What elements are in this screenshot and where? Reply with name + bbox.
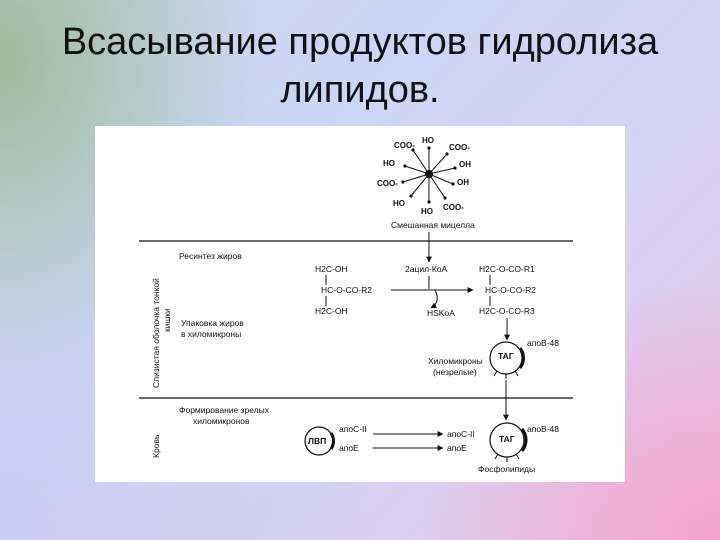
step-packaging: Упаковка жиров bbox=[181, 318, 244, 328]
tag-line: H2C-O-CO-R3 bbox=[479, 306, 535, 316]
chylomicron-mature-caption: Фосфолипиды bbox=[478, 464, 535, 474]
apob48-marker bbox=[518, 347, 525, 369]
slide-title: Всасывание продуктов гидролиза липидов. bbox=[0, 18, 720, 114]
hdl-particle: ЛВП апоС-II апоЕ bbox=[304, 424, 367, 456]
triacylglycerol: H2C-O-CO-R1 HC-O-CO-R2 H2C-O-CO-R3 bbox=[479, 264, 536, 316]
byproduct-arrow bbox=[430, 289, 438, 309]
chylomicron-mature-core: ТАГ bbox=[499, 434, 515, 444]
zone-blood-label: Кровь bbox=[151, 434, 161, 458]
mixed-micelle: HO COO- OH OH COO- HO HO COO- HO COO- См… bbox=[377, 136, 475, 230]
step-maturation: Формирование зрелых bbox=[179, 405, 270, 415]
step-maturation-2: хиломикронов bbox=[193, 416, 250, 426]
micelle-caption: Смешанная мицелла bbox=[391, 220, 475, 230]
chylomicron-immature-apo: апоВ-48 bbox=[527, 338, 559, 348]
micelle-group: COO- bbox=[394, 141, 415, 150]
mag-line: HC-O-CO-R2 bbox=[321, 285, 372, 295]
hdl-label: ЛВП bbox=[308, 436, 326, 446]
hdl-apoe: апоЕ bbox=[339, 443, 359, 453]
zone-mucosa-label: Слизистая оболочка тонкой bbox=[151, 278, 161, 388]
chylomicron-immature-label-2: (незрелые) bbox=[433, 367, 477, 377]
chylomicron-mature-apoe: апоЕ bbox=[447, 443, 467, 453]
hdl-apo-marker bbox=[329, 432, 336, 450]
tag-line: H2C-O-CO-R1 bbox=[479, 264, 535, 274]
micelle-group: OH bbox=[457, 178, 469, 187]
monoacylglycerol: H2C-OH HC-O-CO-R2 H2C-OH bbox=[315, 264, 372, 316]
hdl-apoc: апоС-II bbox=[339, 424, 367, 434]
zone-mucosa-label-2: кишки bbox=[162, 308, 172, 332]
diagram-canvas: HO COO- OH OH COO- HO HO COO- HO COO- См… bbox=[139, 136, 573, 474]
chylomicron-mature-apoc: апоС-II bbox=[447, 429, 475, 439]
step-resynthesis: Ресинтез жиров bbox=[179, 251, 242, 261]
chylomicron-immature: ТАГ апоВ-48 Хиломикроны (незрелые) bbox=[428, 338, 559, 379]
slide-title-line1: Всасывание продуктов гидролиза bbox=[61, 21, 659, 63]
tag-line: HC-O-CO-R2 bbox=[485, 285, 536, 295]
chylomicron-mature-apo: апоВ-48 bbox=[527, 424, 559, 434]
slide-title-line2: липидов. bbox=[280, 69, 440, 111]
micelle-group: COO- bbox=[377, 179, 398, 188]
chylomicron-mature: ТАГ апоВ-48 апоС-II апоЕ Фосфолипиды bbox=[447, 422, 559, 474]
lipid-absorption-diagram: HO COO- OH OH COO- HO HO COO- HO COO- См… bbox=[95, 126, 625, 482]
micelle-group: HO bbox=[422, 136, 434, 145]
chylomicron-immature-core: ТАГ bbox=[498, 351, 514, 361]
micelle-group: OH bbox=[459, 160, 471, 169]
micelle-group: HO bbox=[393, 199, 405, 208]
reagent-acyl-coa: 2ацил-КоА bbox=[405, 264, 448, 274]
mag-line: H2C-OH bbox=[315, 264, 348, 274]
micelle-group: COO- bbox=[449, 143, 470, 152]
mag-line: H2C-OH bbox=[315, 306, 348, 316]
chylomicron-immature-label: Хиломикроны bbox=[428, 356, 483, 366]
step-packaging-2: в хиломикроны bbox=[181, 329, 241, 339]
mature-apob48-marker bbox=[520, 428, 528, 452]
micelle-group: HO bbox=[421, 207, 433, 216]
micelle-group: COO- bbox=[443, 203, 464, 212]
byproduct-hskoa: HSKoA bbox=[427, 308, 455, 318]
micelle-group: HO bbox=[383, 159, 395, 168]
